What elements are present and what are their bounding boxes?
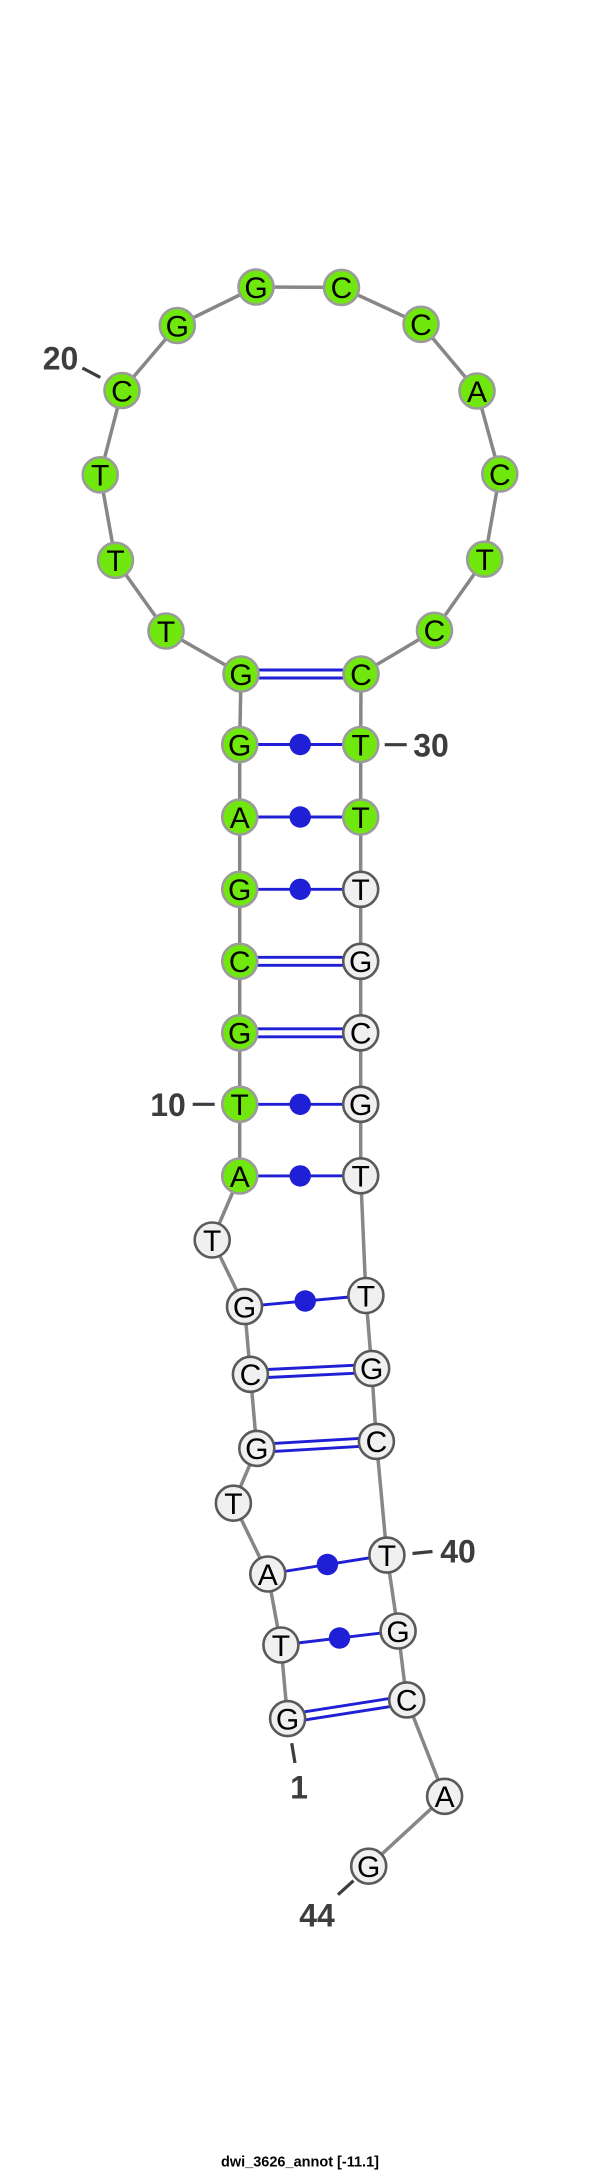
svg-text:C: C [240,1359,262,1392]
svg-text:C: C [331,272,353,305]
svg-text:T: T [476,544,494,577]
svg-text:G: G [228,1018,251,1051]
svg-text:T: T [157,616,175,649]
svg-text:T: T [357,1280,375,1313]
svg-text:C: C [366,1426,388,1459]
svg-text:G: G [229,659,252,692]
svg-text:G: G [233,1291,256,1324]
svg-text:C: C [410,309,432,342]
svg-text:1: 1 [290,1770,308,1806]
svg-text:A: A [230,1161,250,1194]
svg-text:A: A [435,1781,455,1814]
svg-text:T: T [352,802,370,835]
svg-text:T: T [272,1630,290,1663]
svg-text:C: C [229,946,251,979]
svg-text:30: 30 [413,728,449,764]
svg-text:C: C [111,375,133,408]
svg-text:T: T [378,1540,396,1573]
svg-text:C: C [396,1685,418,1718]
svg-text:A: A [258,1559,278,1592]
svg-text:G: G [349,1089,372,1122]
svg-text:G: G [228,874,251,907]
svg-text:C: C [424,615,446,648]
svg-text:T: T [203,1225,221,1258]
svg-text:T: T [91,460,109,493]
svg-text:44: 44 [299,1898,335,1934]
svg-text:A: A [467,376,487,409]
svg-text:G: G [245,1433,268,1466]
svg-text:40: 40 [440,1534,476,1570]
svg-text:G: G [228,729,251,762]
svg-text:10: 10 [150,1087,186,1123]
svg-text:C: C [350,1018,372,1051]
svg-text:dwi_3626_annot [-11.1]: dwi_3626_annot [-11.1] [221,2155,379,2171]
svg-text:T: T [352,1161,370,1194]
svg-text:C: C [489,459,511,492]
svg-text:A: A [230,802,250,835]
svg-text:G: G [276,1703,299,1736]
svg-text:C: C [350,659,372,692]
svg-text:G: G [244,272,267,305]
svg-text:20: 20 [43,341,79,377]
svg-text:G: G [360,1353,383,1386]
svg-text:T: T [231,1089,249,1122]
svg-text:T: T [224,1488,242,1521]
svg-text:T: T [106,545,124,578]
svg-text:G: G [166,310,189,343]
svg-text:G: G [349,946,372,979]
svg-text:T: T [352,729,370,762]
svg-text:T: T [352,874,370,907]
svg-text:G: G [357,1851,380,1884]
svg-text:G: G [386,1616,409,1649]
